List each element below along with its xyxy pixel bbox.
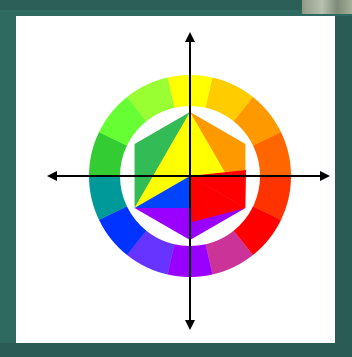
arrow-up-icon [185, 32, 195, 42]
arrow-left-icon [47, 171, 57, 181]
arrow-down-icon [185, 320, 195, 330]
arrow-right-icon [320, 171, 330, 181]
